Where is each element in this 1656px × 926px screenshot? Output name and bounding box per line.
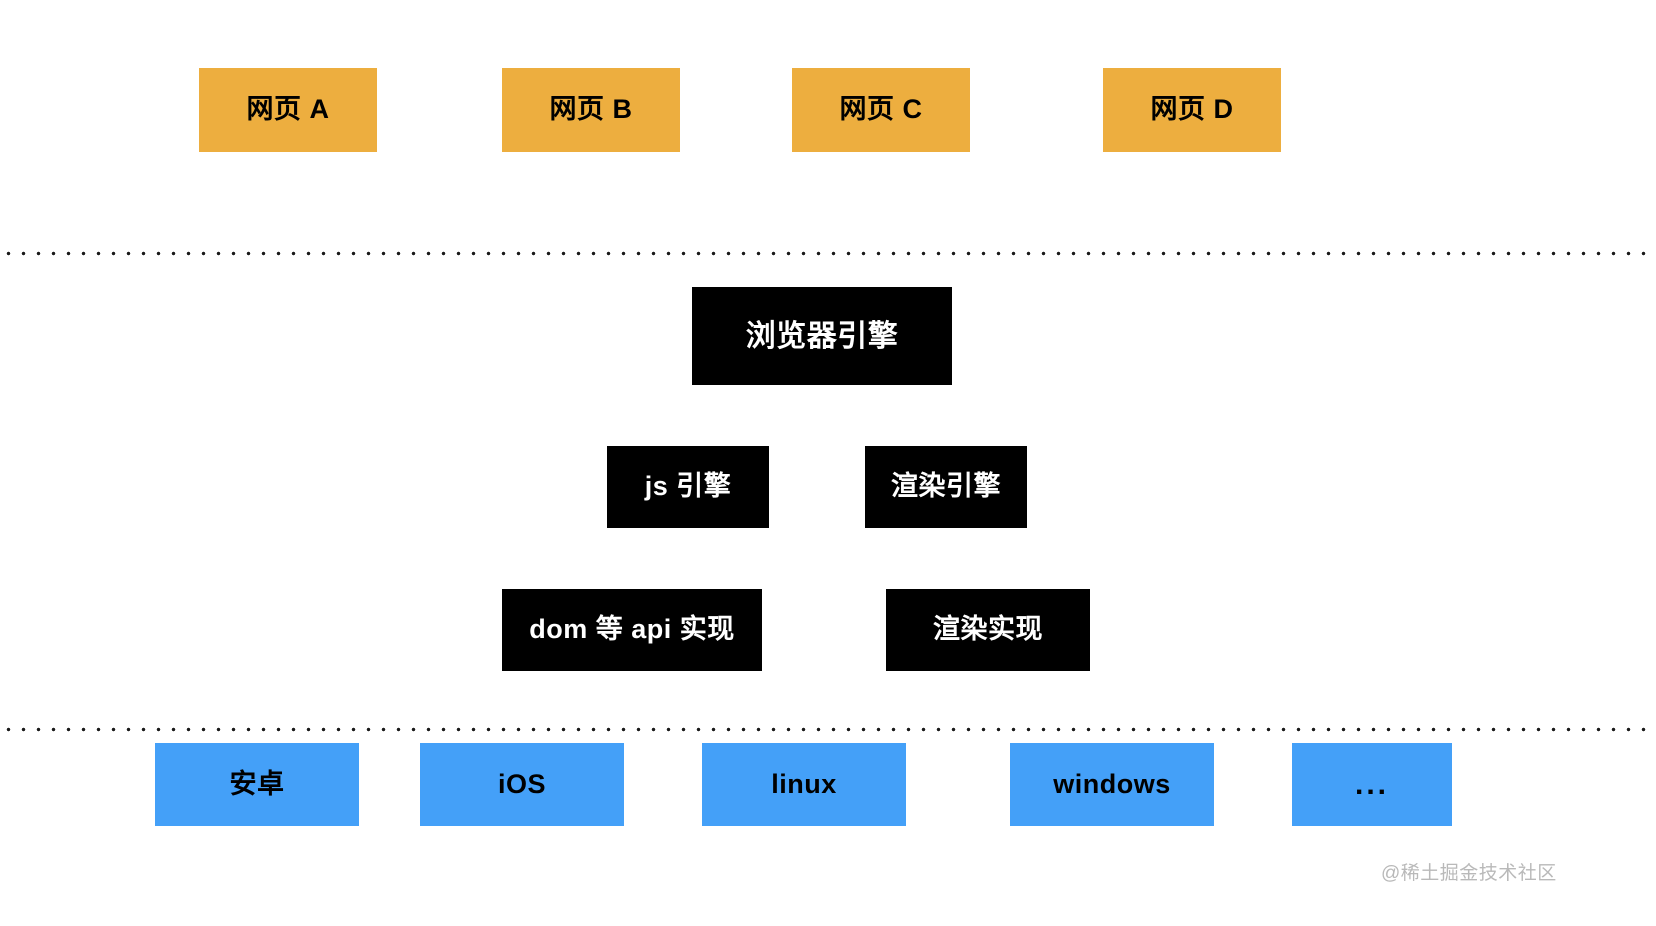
web-to-engine-divider	[0, 251, 1656, 256]
web-page-box-c[interactable]: 网页 C	[792, 68, 970, 152]
os-box-more[interactable]: ...	[1292, 743, 1452, 826]
os-box-linux[interactable]: linux	[702, 743, 906, 826]
browser-engine-box[interactable]: 浏览器引擎	[692, 287, 952, 385]
web-page-box-d[interactable]: 网页 D	[1103, 68, 1281, 152]
engine-to-os-divider	[0, 727, 1656, 732]
dom-api-impl-box[interactable]: dom 等 api 实现	[502, 589, 762, 671]
web-page-box-a[interactable]: 网页 A	[199, 68, 377, 152]
js-engine-box[interactable]: js 引擎	[607, 446, 769, 528]
web-page-box-b[interactable]: 网页 B	[502, 68, 680, 152]
os-box-android[interactable]: 安卓	[155, 743, 359, 826]
watermark-label: @稀土掘金技术社区	[1381, 863, 1557, 884]
os-box-windows[interactable]: windows	[1010, 743, 1214, 826]
os-box-ios[interactable]: iOS	[420, 743, 624, 826]
render-engine-box[interactable]: 渲染引擎	[865, 446, 1027, 528]
render-impl-box[interactable]: 渲染实现	[886, 589, 1090, 671]
